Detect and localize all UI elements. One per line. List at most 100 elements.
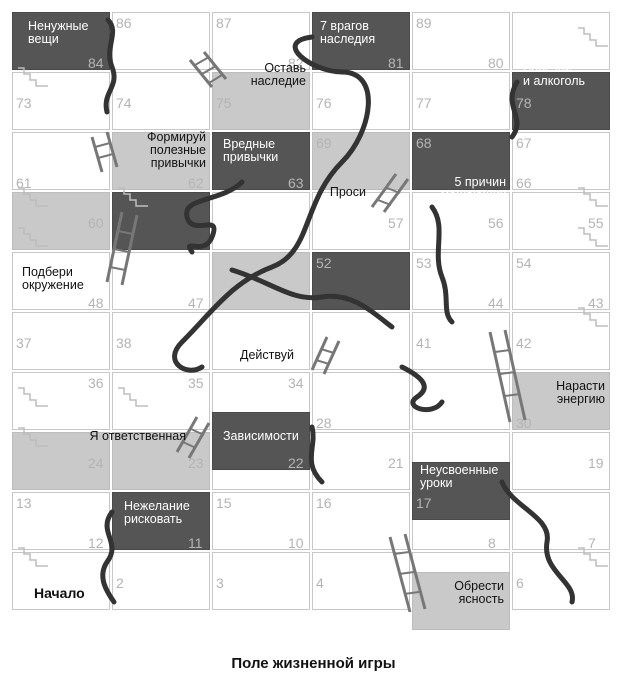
square-number: 21 <box>388 455 404 471</box>
feature-square <box>312 132 410 190</box>
feature-square <box>112 432 210 490</box>
square-number: 89 <box>416 15 432 31</box>
square-number: 6 <box>516 575 524 591</box>
square-label: Болезни и алкоголь <box>523 61 586 88</box>
square-number: 37 <box>16 335 32 351</box>
board-square <box>12 312 110 370</box>
square-number: 82 <box>288 55 304 71</box>
board-square <box>212 492 310 550</box>
stairs-icon <box>118 187 148 207</box>
snake-icon <box>100 509 117 605</box>
square-number: 87 <box>216 15 232 31</box>
snake-icon <box>509 79 520 140</box>
board-square <box>512 312 610 370</box>
feature-square <box>12 12 110 70</box>
square-number: 8 <box>488 535 496 551</box>
square-number: 42 <box>516 335 532 351</box>
board-square <box>512 492 610 550</box>
square-number: 30 <box>516 415 532 431</box>
snake-icon <box>172 34 371 373</box>
square-number: 17 <box>416 495 432 511</box>
stairs-icon <box>18 387 48 407</box>
feature-square <box>212 412 310 470</box>
stairs-icon <box>578 187 608 207</box>
square-number: 76 <box>316 95 332 111</box>
square-number: 60 <box>88 215 104 231</box>
feature-square <box>112 492 210 550</box>
stairs-icon <box>578 27 608 47</box>
square-label: Нежелание рисковать <box>124 499 190 526</box>
board-square <box>412 312 510 370</box>
board-square <box>512 432 610 490</box>
square-number: 47 <box>188 295 204 311</box>
board-square <box>412 12 510 70</box>
snake-icon <box>103 17 117 115</box>
square-number: 35 <box>188 375 204 391</box>
start-label: Начало <box>34 585 85 601</box>
ladder-icon <box>188 51 228 88</box>
square-label: Страх <box>344 348 379 362</box>
stairs-icon <box>578 307 608 327</box>
feature-square <box>412 462 510 520</box>
square-label: Ненужные вещи <box>28 19 89 46</box>
square-label: Нарасти энергию <box>556 379 605 406</box>
board-square <box>412 72 510 130</box>
square-label: Зависимости <box>223 429 299 443</box>
square-label: Подбери окружение <box>22 265 84 292</box>
ladders-and-snakes <box>90 17 575 612</box>
square-number: 75 <box>216 95 232 111</box>
snake-icon <box>499 479 575 605</box>
square-number: 63 <box>288 175 304 191</box>
page-title: Поле жизненной игры <box>231 655 396 672</box>
ladder-icon <box>175 416 211 459</box>
square-label: Неусвоенные уроки <box>420 463 499 490</box>
ladder-icon <box>90 131 119 173</box>
board-square <box>212 12 310 70</box>
square-number: 19 <box>588 455 604 471</box>
stairs-icon <box>18 427 48 447</box>
square-number: 68 <box>416 135 432 151</box>
square-number: 43 <box>588 295 604 311</box>
snake-icon <box>429 204 455 325</box>
ladder-icon <box>310 336 341 375</box>
square-number: 73 <box>16 95 32 111</box>
feature-square <box>412 572 510 630</box>
square-number: 34 <box>288 375 304 391</box>
square-number: 13 <box>16 495 32 511</box>
square-number: 55 <box>588 215 604 231</box>
square-number: 52 <box>316 255 332 271</box>
square-label: Я ответственная <box>89 429 186 443</box>
square-number: 78 <box>516 95 532 111</box>
board-square <box>512 252 610 310</box>
square-number: 84 <box>88 55 104 71</box>
square-label: 5 причин мешающих просьбе <box>440 175 506 215</box>
square-label: 7 врагов наследия <box>320 19 376 46</box>
square-label: Формируй полезные привычки <box>146 130 206 170</box>
feature-square <box>412 132 510 190</box>
board-square <box>12 72 110 130</box>
square-number: 11 <box>188 535 203 551</box>
square-number: 44 <box>488 295 504 311</box>
square-number: 57 <box>388 215 404 231</box>
stairs-icon <box>18 547 48 567</box>
square-number: 36 <box>88 375 104 391</box>
square-label: Проси <box>329 185 366 199</box>
square-number: 86 <box>116 15 132 31</box>
square-number: 16 <box>316 495 332 511</box>
square-number: 66 <box>516 175 532 191</box>
square-number: 48 <box>88 295 104 311</box>
square-labels: Ненужные вещи 7 врагов наследия Оставь н… <box>12 12 612 612</box>
board-square <box>12 552 110 610</box>
board-square <box>12 492 110 550</box>
square-number: 81 <box>388 55 404 71</box>
feature-square <box>312 252 410 310</box>
feature-square <box>212 72 310 130</box>
square-label: Обрести ясность <box>454 579 504 606</box>
square-number: 54 <box>516 255 532 271</box>
board-square <box>312 552 410 610</box>
board-square <box>312 192 410 250</box>
square-number: 28 <box>316 415 332 431</box>
square-label: Токсичные люди <box>142 263 204 290</box>
square-number: 41 <box>416 335 432 351</box>
